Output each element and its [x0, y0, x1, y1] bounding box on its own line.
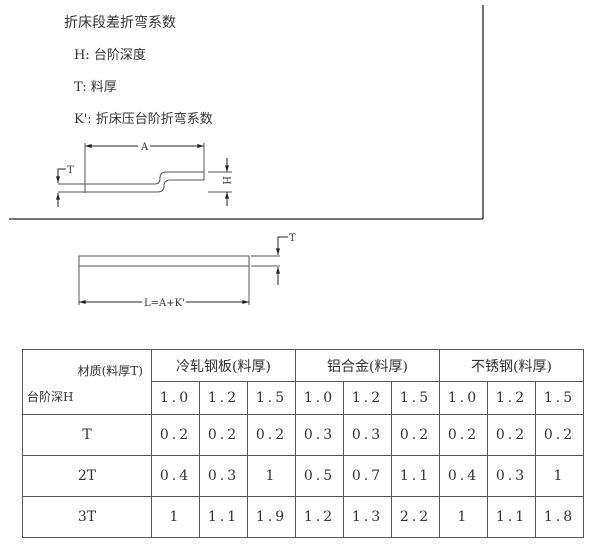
table-cell: 0.2 — [391, 414, 440, 456]
dim-a-label: A — [140, 142, 149, 153]
dim-l-label: L=A+K' — [144, 298, 185, 309]
table-cell: 0.3 — [199, 455, 248, 497]
row-label: 3T — [22, 496, 152, 538]
table-corner-header: 材质(料厚T) 台阶深H — [22, 349, 152, 415]
thickness-header: 1.2 — [199, 381, 248, 415]
corner-depth-label: 台阶深H — [27, 390, 74, 404]
bend-coefficient-table: 材质(料厚T) 台阶深H 冷轧钢板(料厚) 铝合金(料厚) 不锈钢(料厚) 1.… — [22, 349, 584, 538]
corner-material-label: 材质(料厚T) — [77, 364, 143, 378]
dim-t-label-2: T — [289, 233, 296, 244]
table-cell: 1.1 — [487, 496, 536, 538]
table-cell: 1.8 — [535, 496, 584, 538]
table-cell: 0.4 — [151, 455, 200, 497]
table-cell: 1.1 — [199, 496, 248, 538]
stepped-part-drawing — [56, 143, 232, 207]
legend-k: K': 折床压台阶折弯系数 — [74, 111, 213, 127]
table-row: T 0.2 0.2 0.2 0.3 0.3 0.2 0.2 0.2 0.2 — [22, 414, 584, 456]
table-cell: 0.2 — [535, 414, 584, 456]
table-row: 3T 1 1.1 1.9 1.2 1.3 2.2 1 1.1 1.8 — [22, 496, 584, 538]
table-cell: 0.2 — [247, 414, 296, 456]
thickness-header: 1.2 — [343, 381, 392, 415]
header-title: 折床段差折弯系数 — [64, 14, 176, 31]
table-cell: 0.2 — [487, 414, 536, 456]
table-cell: 0.2 — [199, 414, 248, 456]
flat-blank-drawing — [78, 236, 288, 305]
table-cell: 1.9 — [247, 496, 296, 538]
diagram-area: 折床段差折弯系数 H: 台阶深度 T: 料厚 K': 折床压台阶折弯系数 A T… — [9, 5, 484, 309]
material-header-cold-rolled: 冷轧钢板(料厚) — [151, 349, 296, 382]
table-cell: 0.5 — [295, 455, 344, 497]
table-cell: 0.3 — [295, 414, 344, 456]
table-cell: 0.3 — [343, 414, 392, 456]
material-header-stainless: 不锈钢(料厚) — [439, 349, 584, 382]
row-label: T — [22, 414, 152, 456]
legend-t: T: 料厚 — [74, 80, 117, 95]
thickness-header: 1.0 — [151, 381, 200, 415]
table-cell: 1 — [247, 455, 296, 497]
table-cell: 0.7 — [343, 455, 392, 497]
table-cell: 2.2 — [391, 496, 440, 538]
table-cell: 1 — [535, 455, 584, 497]
table-cell: 1.2 — [295, 496, 344, 538]
legend-h: H: 台阶深度 — [74, 47, 146, 63]
thickness-header: 1.5 — [391, 381, 440, 415]
table-cell: 1.3 — [343, 496, 392, 538]
table-cell: 1 — [151, 496, 200, 538]
thickness-header: 1.5 — [535, 381, 584, 415]
table-cell: 0.2 — [439, 414, 488, 456]
dim-h-label: H — [220, 176, 231, 185]
table-cell: 0.4 — [439, 455, 488, 497]
thickness-header: 1.0 — [295, 381, 344, 415]
thickness-header: 1.0 — [439, 381, 488, 415]
row-label: 2T — [22, 455, 152, 497]
thickness-header: 1.5 — [247, 381, 296, 415]
table-cell: 1 — [439, 496, 488, 538]
dim-t-label-1: T — [67, 165, 74, 176]
table-cell: 0.2 — [151, 414, 200, 456]
table-cell: 0.3 — [487, 455, 536, 497]
table-cell: 1.1 — [391, 455, 440, 497]
material-header-aluminum: 铝合金(料厚) — [295, 349, 440, 382]
table-row: 2T 0.4 0.3 1 0.5 0.7 1.1 0.4 0.3 1 — [22, 455, 584, 497]
thickness-header: 1.2 — [487, 381, 536, 415]
